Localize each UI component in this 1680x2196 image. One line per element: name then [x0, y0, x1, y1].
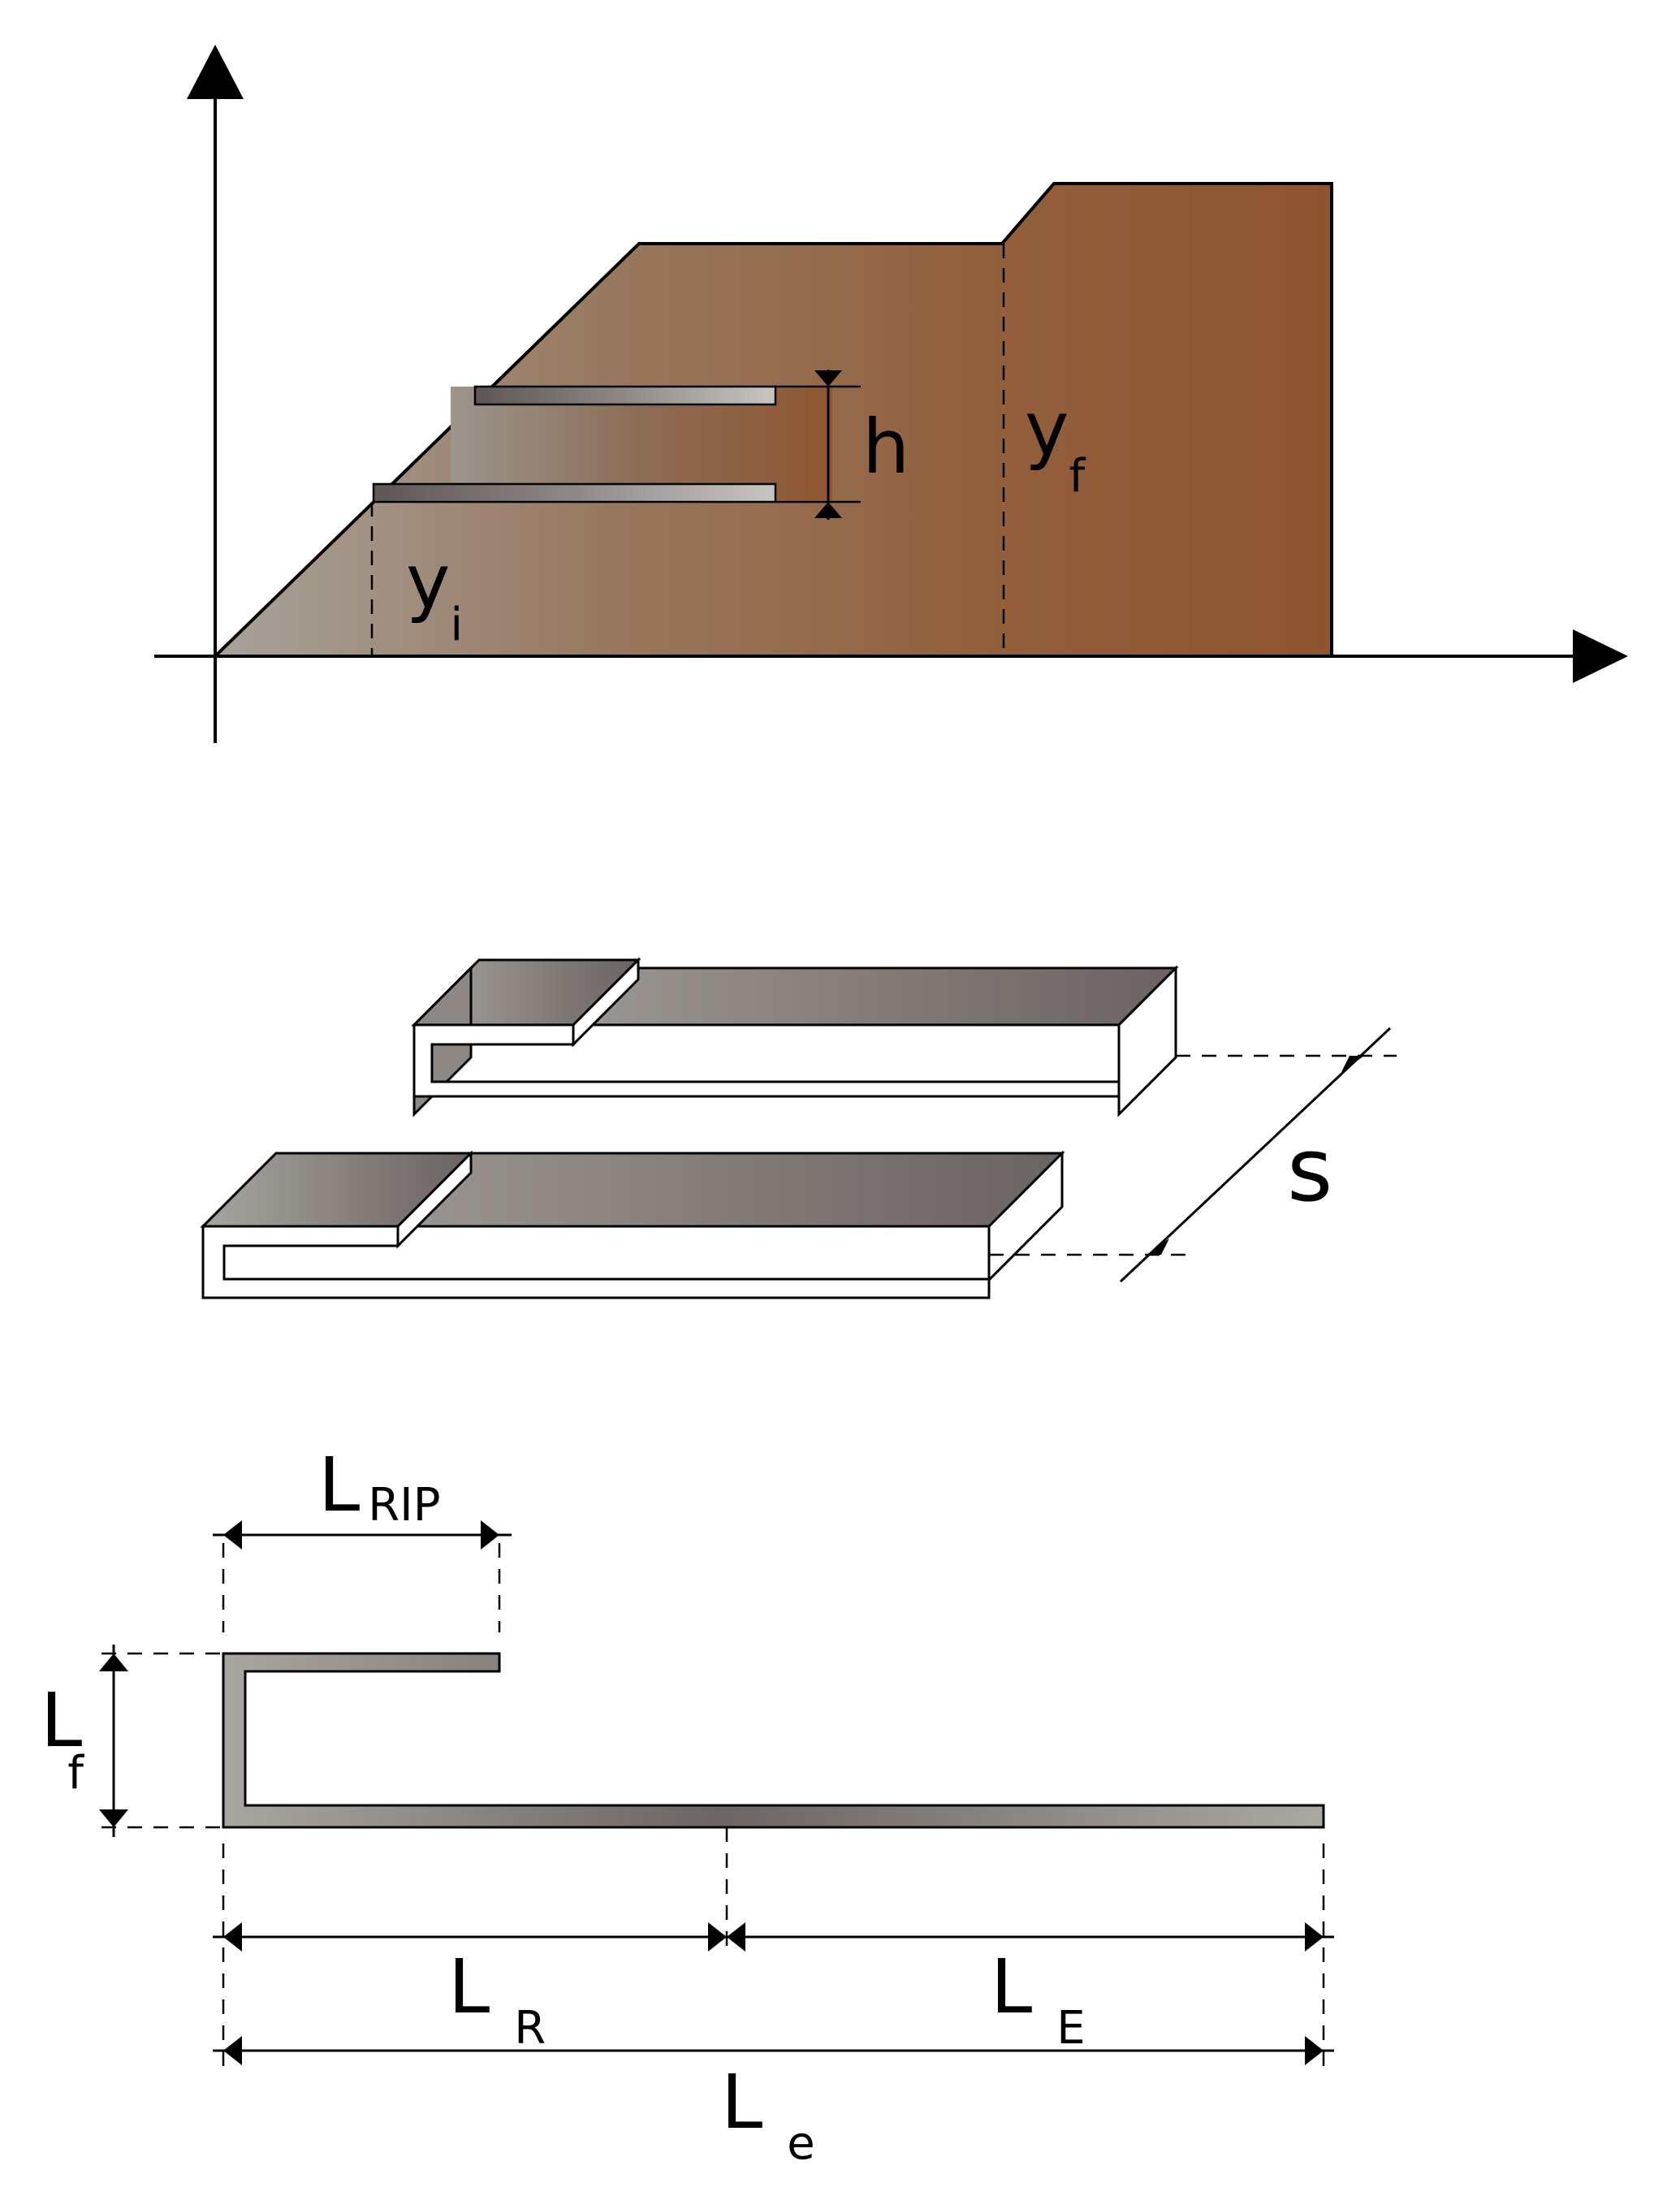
label-yf: yf	[1025, 386, 1086, 503]
lrip-arrow-right-icon	[481, 1520, 499, 1550]
s-dimension-line	[1119, 1027, 1392, 1283]
s-arrow-top-icon	[1341, 1056, 1364, 1072]
le-total-arrow-left-icon	[223, 2036, 242, 2065]
s-arrow-bottom-icon	[1147, 1238, 1169, 1255]
h-arrow-bottom-icon	[814, 502, 842, 518]
lr-arrow-right-icon	[708, 1922, 727, 1952]
label-s: s	[1287, 1120, 1332, 1221]
reinforcement-strip-upper	[473, 385, 777, 406]
le-arrow-right-icon	[1305, 1922, 1324, 1952]
reinforcement-element-front	[200, 1150, 1065, 1299]
x-axis-arrow-icon	[1573, 629, 1628, 683]
label-h: h	[862, 404, 909, 491]
lrip-arrow-left-icon	[223, 1520, 242, 1550]
y-axis-arrow-icon	[187, 45, 244, 99]
middle-panel: s	[200, 957, 1397, 1299]
lf-arrow-bottom-icon	[99, 1809, 128, 1827]
strip-profile	[222, 1652, 1325, 1829]
h-arrow-top-icon	[814, 370, 842, 387]
label-yi: yi	[406, 538, 463, 651]
reinforcement-element-back	[411, 957, 1179, 1117]
lr-arrow-left-icon	[223, 1922, 242, 1952]
reinforced-zone	[451, 387, 832, 500]
le-total-arrow-right-icon	[1305, 2036, 1324, 2065]
le-arrow-left-icon	[727, 1922, 745, 1952]
lf-arrow-top-icon	[99, 1653, 128, 1671]
top-panel: h yi yf	[154, 45, 1628, 743]
reinforcement-strip-lower	[372, 482, 777, 504]
